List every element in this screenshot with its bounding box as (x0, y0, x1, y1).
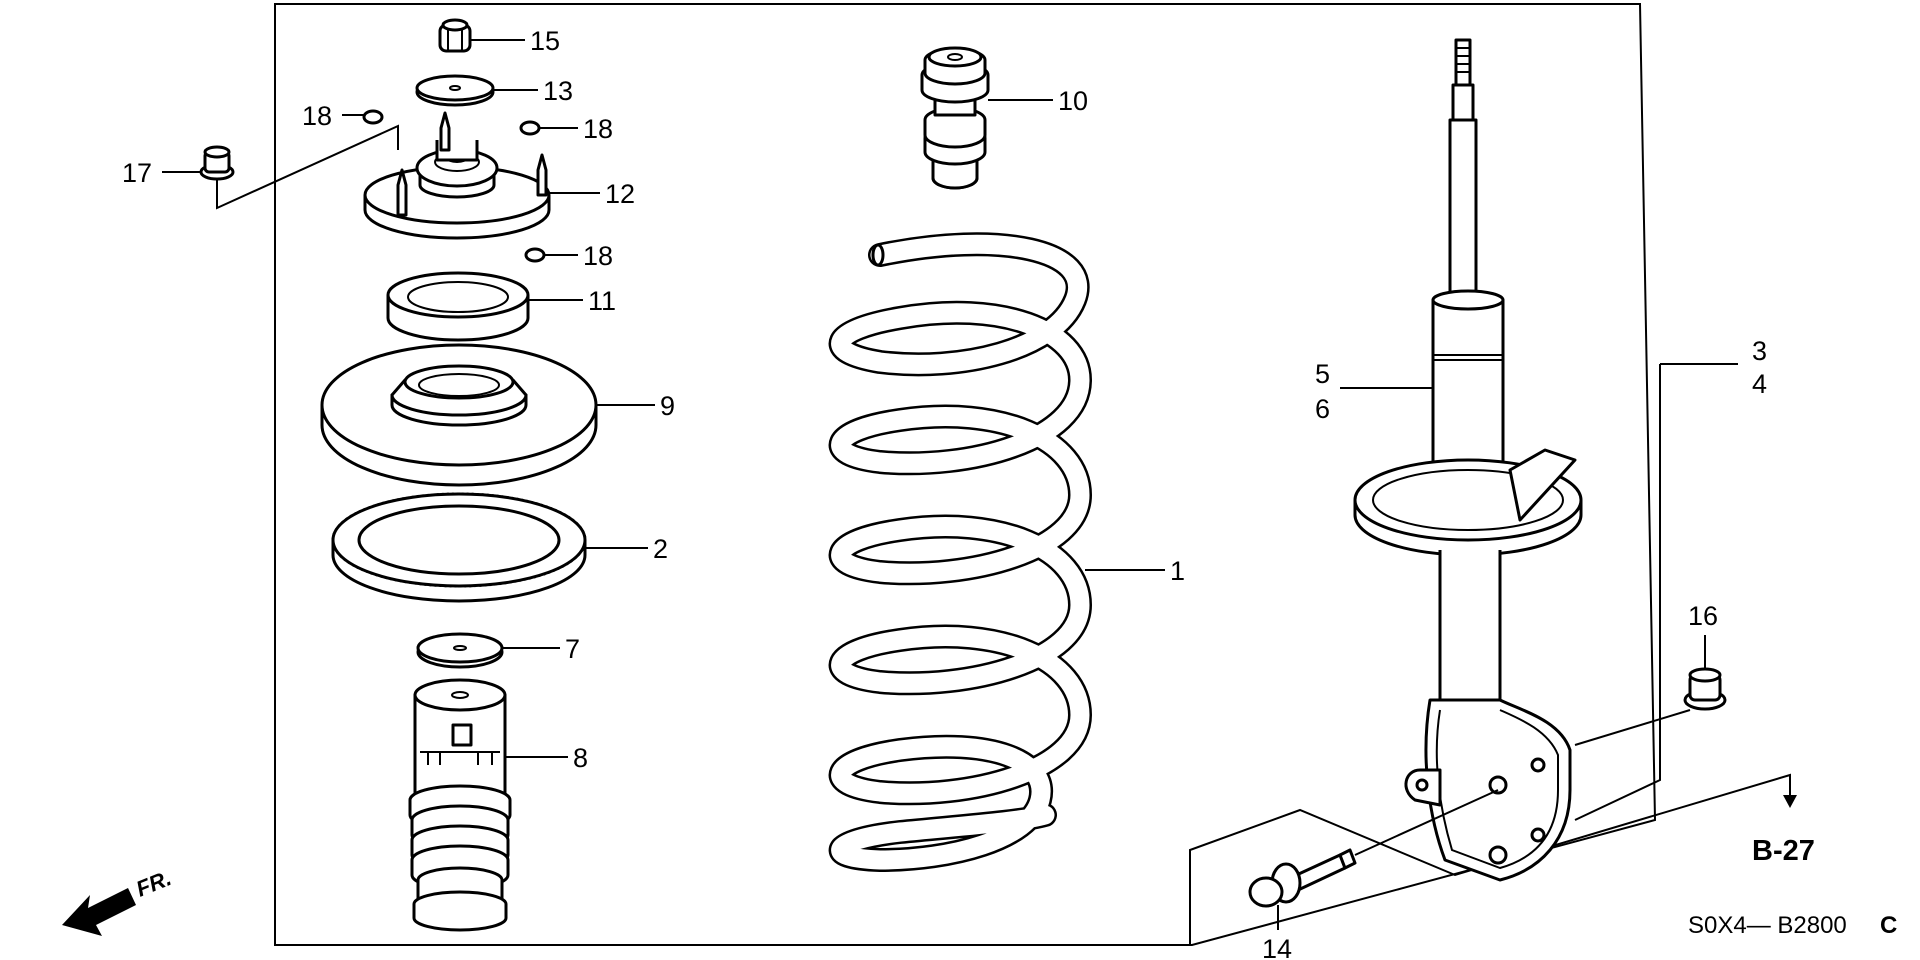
callout-6: 6 (1315, 394, 1330, 424)
callout-13: 13 (543, 76, 573, 106)
part-8-dust-boot (408, 678, 512, 932)
part-16-flange-nut (1683, 667, 1727, 711)
part-11-bearing (386, 271, 530, 342)
callout-9: 9 (660, 391, 675, 421)
diagram-code: S0X4— B2800 (1688, 912, 1847, 939)
leader-14-to-bracket (1354, 789, 1499, 856)
callout-3: 3 (1752, 336, 1767, 366)
callout-18-lower: 18 (583, 241, 613, 271)
leader-17-to-mount (216, 124, 399, 210)
front-label: FR. (133, 865, 175, 901)
part-9-spring-seat (320, 343, 598, 487)
callout-1: 1 (1170, 556, 1185, 586)
part-1-coil-spring (828, 232, 1092, 872)
part-14-flange-bolt (1248, 848, 1357, 908)
part-18-ring-right (519, 120, 541, 136)
callout-5: 5 (1315, 359, 1330, 389)
part-15-nut (438, 18, 472, 53)
callout-15: 15 (530, 26, 560, 56)
part-17-flange-nut (199, 145, 235, 181)
callout-2: 2 (653, 534, 668, 564)
reference-label: B-27 (1752, 835, 1815, 867)
front-direction-arrow-icon (62, 888, 136, 936)
leader-16-to-bracket (1574, 709, 1691, 746)
part-12-strut-mount (363, 111, 551, 240)
part-13-washer (415, 74, 495, 107)
part-18-ring-left (362, 109, 384, 125)
callout-18-right: 18 (583, 114, 613, 144)
callout-12: 12 (605, 179, 635, 209)
bolt-bracket-frame (1189, 773, 1791, 945)
callout-4: 4 (1752, 369, 1767, 399)
callout-17: 17 (122, 158, 152, 188)
callout-10: 10 (1058, 86, 1088, 116)
leader-3-4 (1574, 364, 1661, 821)
part-18-ring-lower (524, 247, 546, 263)
callout-14: 14 (1262, 934, 1292, 960)
part-2-spring-insulator (331, 492, 587, 603)
callout-8: 8 (573, 743, 588, 773)
part-10-bump-stop (920, 46, 990, 190)
part-3-4-strut-assembly (1353, 38, 1583, 882)
callout-18-left: 18 (302, 101, 332, 131)
diagram-code-suffix: C (1880, 912, 1897, 939)
callout-11: 11 (588, 286, 616, 316)
assembly-frame (274, 3, 1657, 946)
part-7-washer (416, 632, 504, 669)
callout-7: 7 (565, 634, 580, 664)
frame-arrow (1783, 795, 1797, 808)
callout-16: 16 (1688, 601, 1718, 631)
